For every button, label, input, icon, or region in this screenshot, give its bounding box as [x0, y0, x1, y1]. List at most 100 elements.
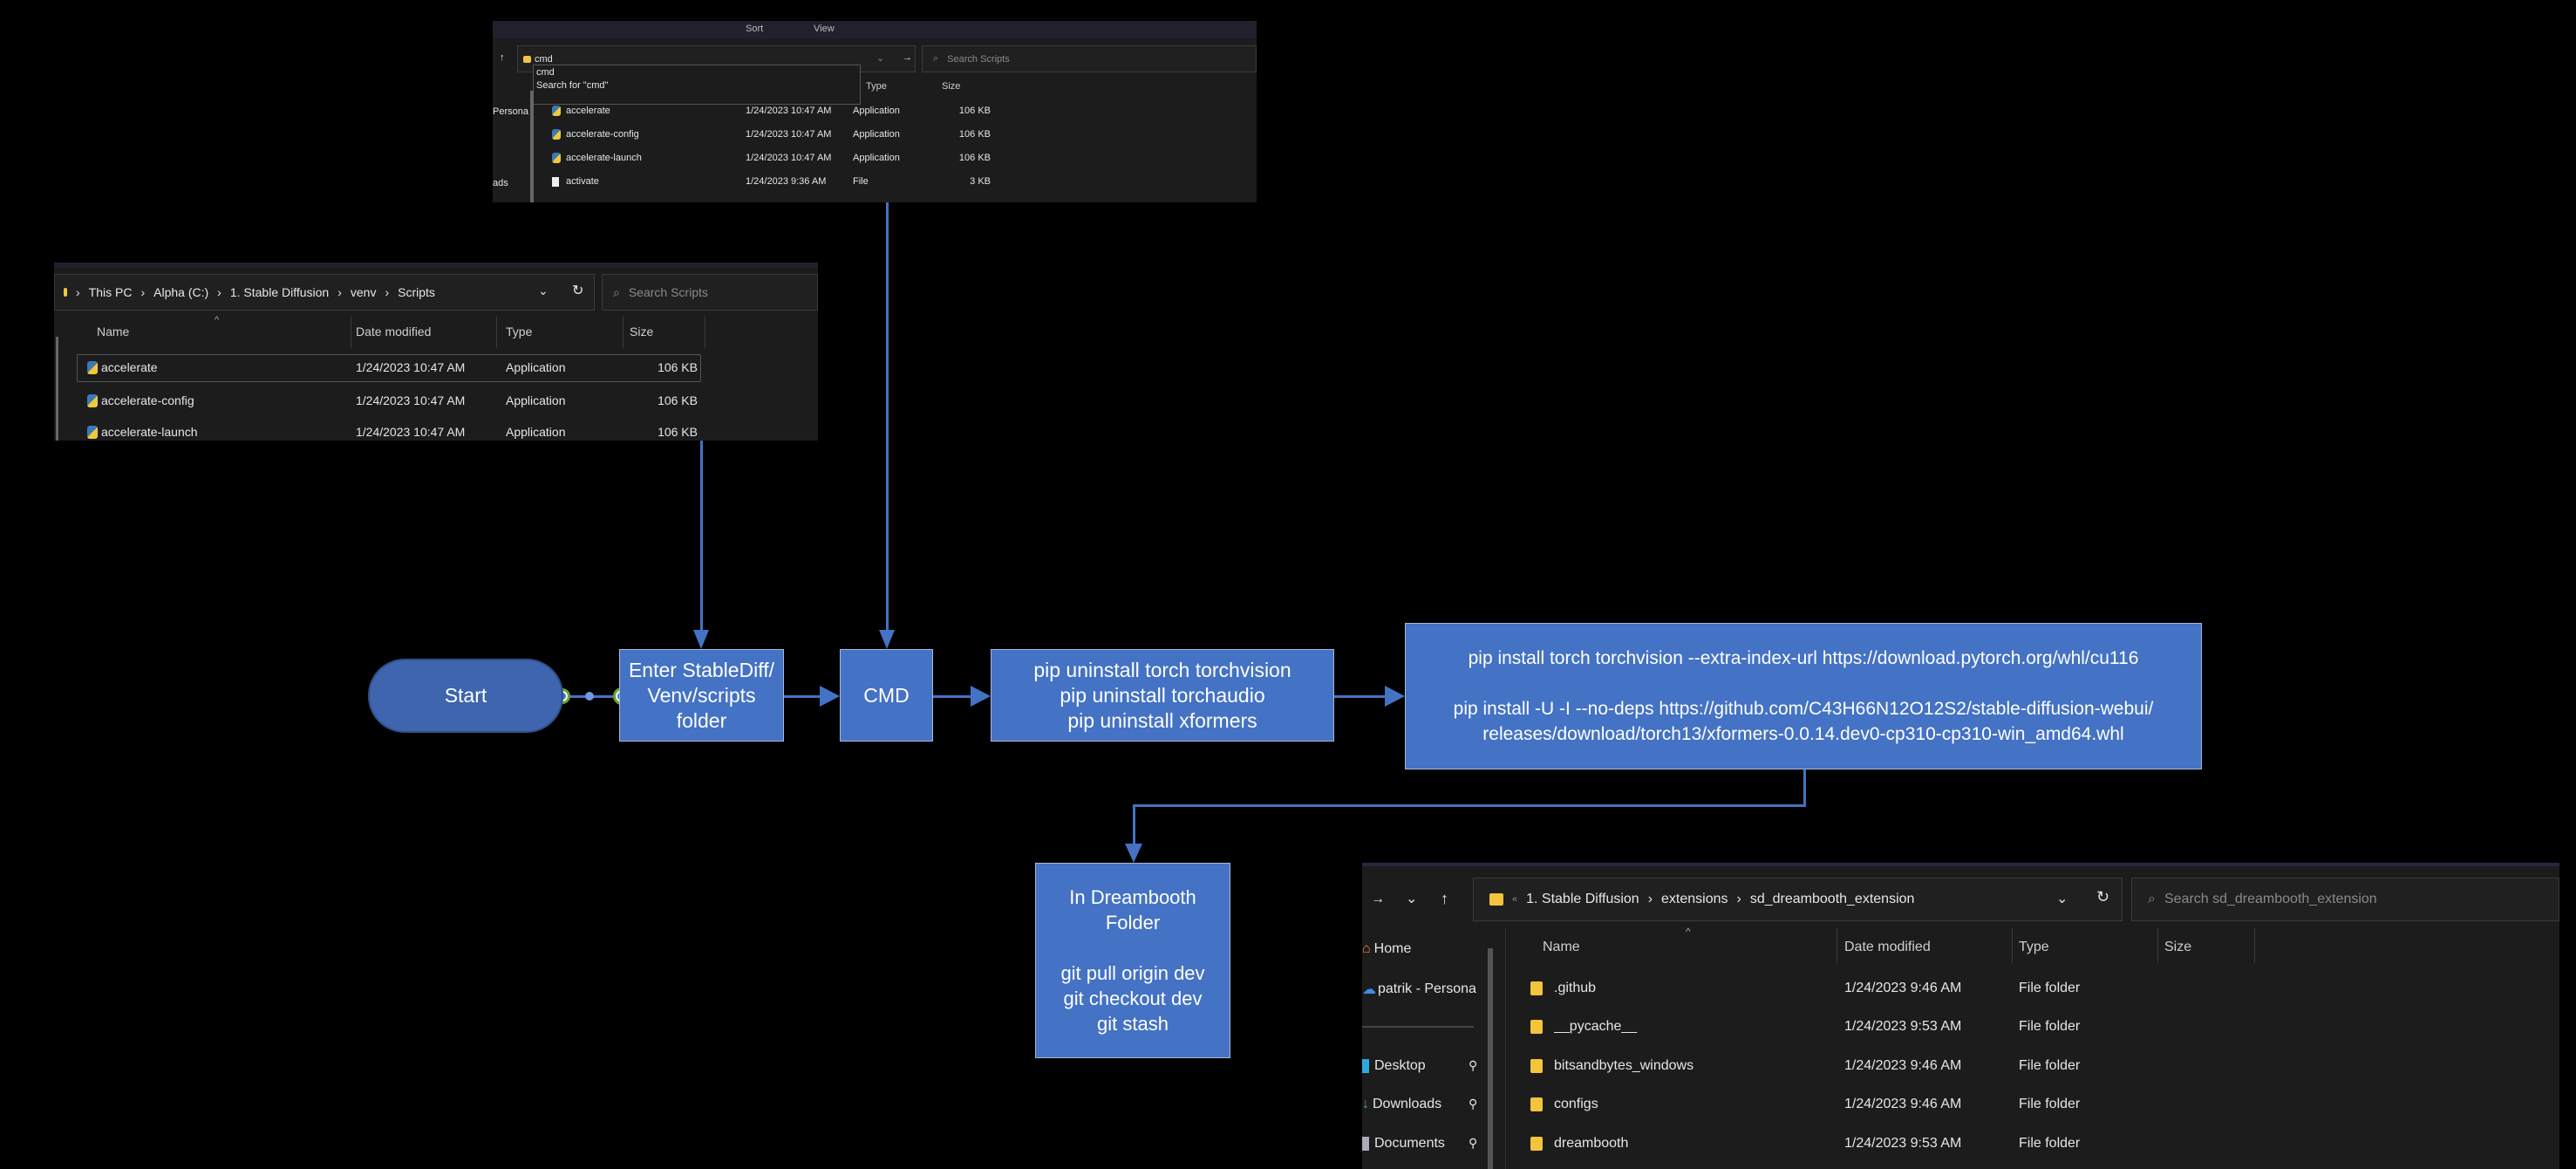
- column-header-date[interactable]: Date modified: [1844, 940, 1931, 954]
- suggestion-item[interactable]: cmd: [536, 67, 555, 78]
- search-input[interactable]: ⌕ Search Scripts: [602, 274, 818, 311]
- file-row[interactable]: accelerate-launch 1/24/2023 10:47 AM App…: [87, 425, 698, 439]
- file-row[interactable]: accelerate-config 1/24/2023 10:47 AM App…: [87, 393, 698, 407]
- python-file-icon: [552, 153, 561, 163]
- column-header-name[interactable]: Name: [97, 325, 130, 338]
- column-header-type[interactable]: Type: [2019, 940, 2049, 954]
- chevron-down-icon[interactable]: ⌄: [1406, 892, 1418, 906]
- go-arrow-icon[interactable]: →: [903, 52, 912, 63]
- folder-icon: [1530, 1097, 1543, 1111]
- selected-row-outline: [77, 354, 701, 382]
- pin-icon[interactable]: ⚲: [1469, 1097, 1478, 1111]
- sidebar-item-desktop[interactable]: Desktop: [1362, 1058, 1426, 1074]
- column-header-size[interactable]: Size: [2164, 940, 2192, 954]
- folder-row[interactable]: .github 1/24/2023 9:46 AM File folder: [1530, 981, 2080, 996]
- folder-row[interactable]: configs 1/24/2023 9:46 AM File folder: [1530, 1097, 2080, 1112]
- address-input[interactable]: cmd: [535, 53, 553, 65]
- install-node[interactable]: pip install torch torchvision --extra-in…: [1405, 623, 2202, 769]
- search-icon: ⌕: [2148, 892, 2156, 906]
- breadcrumb-item[interactable]: 1. Stable Diffusion: [229, 285, 330, 299]
- breadcrumb-item[interactable]: This PC: [88, 285, 133, 299]
- search-input[interactable]: ⌕ Search Scripts: [922, 45, 1257, 72]
- up-arrow-icon[interactable]: ↑: [1441, 890, 1448, 907]
- connector-cmd-to-uninstall: [933, 695, 971, 698]
- python-file-icon: [552, 106, 561, 116]
- refresh-icon[interactable]: ↻: [572, 284, 584, 298]
- folder-icon: [1530, 1059, 1543, 1073]
- bottom-explorer-screenshot: → ⌄ ↑ « 1. Stable Diffusion ›extensions …: [1362, 863, 2559, 1169]
- breadcrumb-item[interactable]: Alpha (C:): [153, 285, 209, 299]
- arrowhead: [820, 686, 840, 707]
- cmd-node[interactable]: CMD: [840, 649, 933, 742]
- sidebar-item-documents[interactable]: Documents: [1362, 1136, 1445, 1152]
- search-icon: ⌕: [933, 53, 939, 64]
- autocomplete-dropdown: cmd Search for "cmd": [533, 65, 861, 105]
- address-bar[interactable]: « 1. Stable Diffusion ›extensions ›sd_dr…: [1473, 878, 2123, 921]
- sidebar-item[interactable]: ads: [493, 178, 508, 188]
- file-row[interactable]: accelerate-config 1/24/2023 10:47 AM App…: [552, 129, 991, 140]
- folder-icon: [1530, 981, 1543, 995]
- sort-ascending-icon: ^: [1686, 926, 1691, 938]
- folder-row[interactable]: __pycache__ 1/24/2023 9:53 AM File folde…: [1530, 1019, 2080, 1035]
- file-row[interactable]: accelerate-launch 1/24/2023 10:47 AM App…: [552, 153, 991, 163]
- download-icon: ↓: [1362, 1097, 1369, 1111]
- breadcrumb-item[interactable]: Scripts: [398, 285, 435, 299]
- sidebar-item-downloads[interactable]: ↓Downloads: [1362, 1097, 1442, 1111]
- arrowhead: [971, 686, 991, 707]
- arrowhead: [879, 630, 895, 649]
- sidebar-item-home[interactable]: ⌂Home: [1362, 941, 1412, 956]
- file-row[interactable]: activate 1/24/2023 9:36 AM File 3 KB: [552, 176, 991, 187]
- file-row[interactable]: accelerate 1/24/2023 10:47 AM Applicatio…: [552, 106, 991, 116]
- suggestion-item[interactable]: Search for "cmd": [536, 80, 609, 91]
- connector-install-to-dreambooth: [1803, 769, 1806, 807]
- python-file-icon: [552, 129, 561, 140]
- scrollbar[interactable]: [1488, 948, 1493, 1169]
- folder-row[interactable]: dreambooth 1/24/2023 9:53 AM File folder: [1530, 1136, 2080, 1152]
- breadcrumb-item[interactable]: sd_dreambooth_extension: [1749, 892, 1915, 906]
- refresh-icon[interactable]: ↻: [2096, 888, 2110, 906]
- sidebar-item[interactable]: Persona: [493, 106, 528, 117]
- chevron-down-icon[interactable]: ⌄: [2056, 892, 2068, 906]
- folder-row[interactable]: bitsandbytes_windows 1/24/2023 9:46 AM F…: [1530, 1058, 2080, 1074]
- documents-icon: [1362, 1137, 1369, 1151]
- breadcrumb-item[interactable]: venv: [350, 285, 377, 299]
- column-header-name[interactable]: Name: [1543, 940, 1580, 954]
- pin-icon[interactable]: ⚲: [1469, 1136, 1478, 1150]
- column-header-type[interactable]: Type: [506, 325, 533, 338]
- scrollbar[interactable]: [530, 91, 534, 202]
- chevron-down-icon[interactable]: ⌄: [538, 284, 549, 297]
- start-node[interactable]: Start: [368, 659, 563, 733]
- folder-icon: [1530, 1137, 1543, 1151]
- home-icon: ⌂: [1362, 941, 1371, 956]
- breadcrumb-item[interactable]: 1. Stable Diffusion: [1526, 892, 1639, 906]
- chevron-down-icon[interactable]: ⌄: [876, 53, 885, 64]
- desktop-icon: [1362, 1059, 1369, 1073]
- breadcrumb-item[interactable]: extensions: [1661, 892, 1728, 906]
- column-header-size[interactable]: Size: [942, 81, 961, 92]
- address-bar[interactable]: ›This PC ›Alpha (C:) ›1. Stable Diffusio…: [54, 274, 595, 311]
- search-input[interactable]: ⌕ Search sd_dreambooth_extension: [2131, 878, 2559, 921]
- column-header-type[interactable]: Type: [866, 81, 887, 92]
- connector-enter-to-cmd: [784, 695, 821, 698]
- pin-icon[interactable]: ⚲: [1469, 1058, 1478, 1072]
- file-icon: [552, 176, 559, 187]
- cloud-icon: ☁: [1362, 982, 1376, 997]
- view-button[interactable]: View: [814, 24, 835, 34]
- sidebar-item-onedrive[interactable]: ☁patrik - Persona: [1362, 981, 1476, 997]
- up-arrow-icon[interactable]: ↑: [500, 52, 505, 63]
- connector-uninstall-to-install: [1334, 695, 1386, 698]
- file-row[interactable]: accelerate 1/24/2023 10:47 AM Applicatio…: [87, 360, 698, 374]
- sort-button[interactable]: Sort: [746, 24, 764, 34]
- forward-arrow-icon[interactable]: →: [1371, 892, 1385, 906]
- column-header-size[interactable]: Size: [630, 325, 654, 338]
- python-file-icon: [87, 393, 98, 407]
- arrowhead: [1385, 686, 1405, 707]
- python-file-icon: [87, 425, 98, 439]
- left-explorer-screenshot: ›This PC ›Alpha (C:) ›1. Stable Diffusio…: [54, 263, 818, 441]
- column-header-date[interactable]: Date modified: [356, 325, 432, 338]
- scrollbar[interactable]: [56, 337, 58, 441]
- folder-icon: [523, 55, 531, 63]
